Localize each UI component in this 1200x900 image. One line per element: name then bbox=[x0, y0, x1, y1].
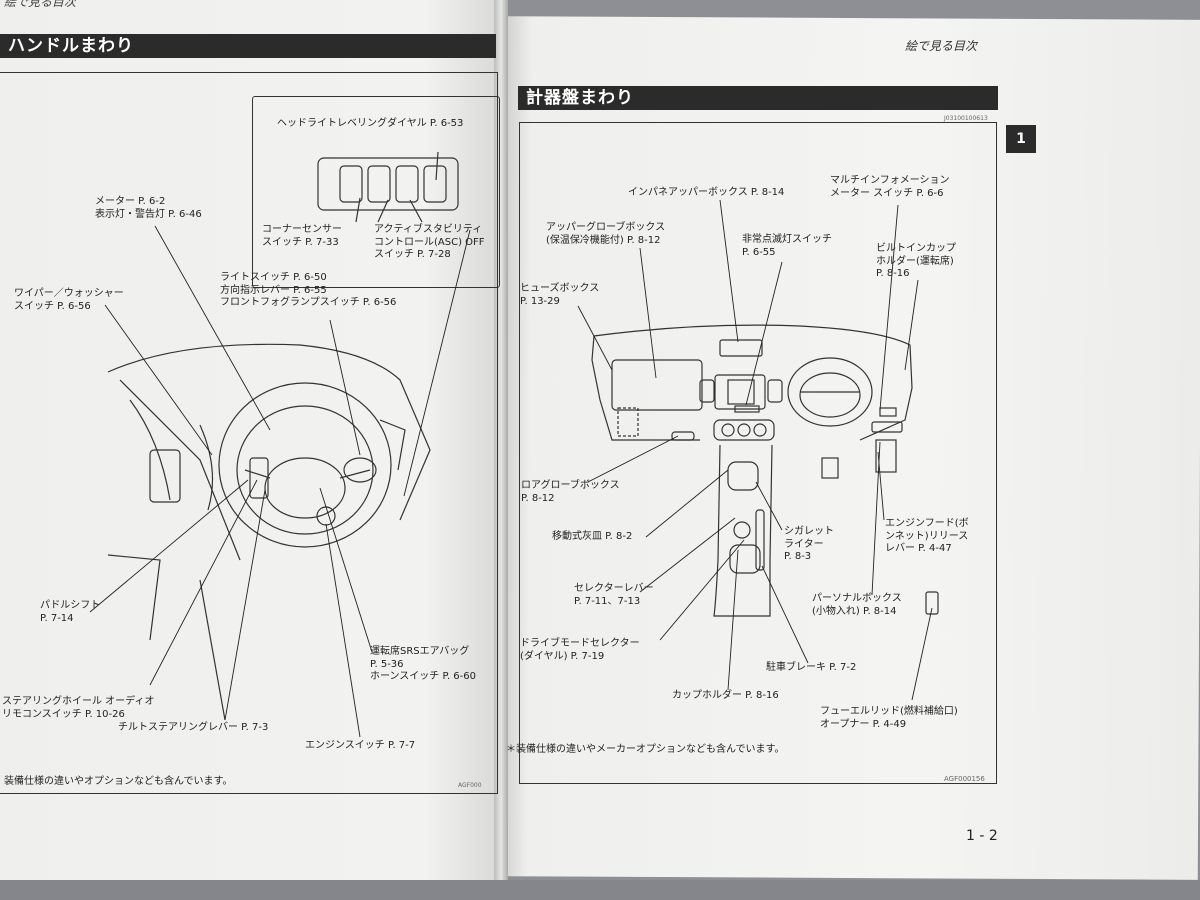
callout-personal-box: パーソナルボックス (小物入れ) P. 8-14 bbox=[812, 593, 902, 618]
footnote-right: ＊装備仕様の違いやメーカーオプションなども含んでいます。 bbox=[506, 744, 785, 757]
callout-cup-holder: カップホルダー P. 8-16 bbox=[672, 690, 779, 703]
callout-cup-holder-driver: ビルトインカップ ホルダー(運転席) P. 8-16 bbox=[876, 243, 956, 281]
callout-cigarette: シガレット ライター P. 8-3 bbox=[784, 526, 834, 564]
callout-parking-brake: 駐車ブレーキ P. 7-2 bbox=[766, 662, 856, 675]
callout-lower-glove: ロアグローブボックス P. 8-12 bbox=[521, 480, 620, 505]
callout-multi-info: マルチインフォメーション メーター スイッチ P. 6-6 bbox=[830, 175, 950, 200]
callout-drive-mode: ドライブモードセレクター (ダイヤル) P. 7-19 bbox=[520, 638, 640, 663]
callout-upper-glove: アッパーグローブボックス (保温保冷機能付) P. 8-12 bbox=[546, 222, 665, 247]
page-number: 1 - 2 bbox=[966, 830, 998, 843]
callout-fuel-lid: フューエルリッド(燃料補給口) オープナー P. 4-49 bbox=[820, 706, 958, 731]
callout-selector: セレクターレバー P. 7-11、7-13 bbox=[574, 583, 654, 608]
callout-fuse-box: ヒューズボックス P. 13-29 bbox=[520, 283, 599, 308]
callout-hazard: 非常点滅灯スイッチ P. 6-55 bbox=[742, 234, 832, 259]
callout-instrument-upper-box: インパネアッパーボックス P. 8-14 bbox=[628, 187, 784, 200]
figure-code-right: AGF000156 bbox=[944, 775, 985, 783]
callout-hood-release: エンジンフード(ボ ンネット)リリース レバー P. 4-47 bbox=[885, 518, 969, 556]
callout-ashtray: 移動式灰皿 P. 8-2 bbox=[552, 531, 632, 544]
